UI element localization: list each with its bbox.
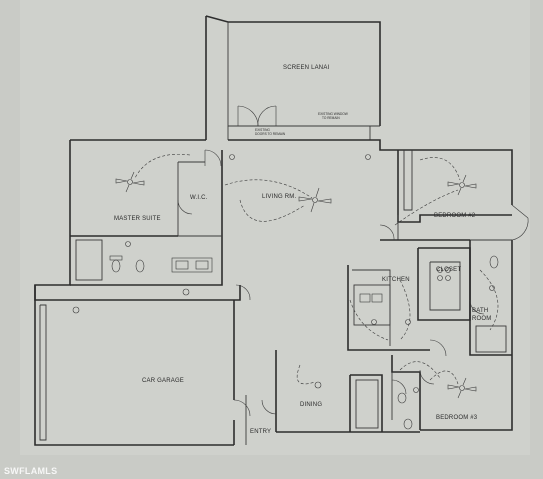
room-label-dining: DINING [300,402,322,408]
room-label-closet: CLOSET [436,267,461,273]
room-label-car-garage: CAR GARAGE [142,378,184,384]
door-swings [177,149,485,417]
note-existing-doors-line1: EXISTING [255,128,270,132]
room-label-bedroom-2: BEDROOM #2 [434,213,476,219]
fixtures [109,255,499,430]
room-label-kitchen: KITCHEN [382,277,410,283]
lanai-double-door [237,105,277,127]
note-existing-window-line2: TO REMAIN [322,116,340,120]
electrical-wiring [134,153,499,385]
room-label-master-suite: MASTER SUITE [114,216,161,222]
light-fixture-icon [72,154,495,393]
room-label-bath-line2: ROOM [472,316,491,322]
room-label-bath-line1: BATH [472,308,488,314]
ceiling-fan-icon [115,171,477,399]
room-label-bedroom-3: BEDROOM #3 [436,415,478,421]
interior-walls [34,150,512,445]
note-existing-doors-line2: DOORS TO REMAIN [255,132,286,136]
room-label-wic: W.I.C. [190,195,208,201]
exterior-door-east [511,204,529,241]
room-label-entry: ENTRY [250,429,271,435]
room-label-screen-lanai: SCREEN LANAI [283,65,330,71]
paper-light [20,0,530,455]
screen-lanai-walls [205,15,381,140]
watermark: SWFLAMLS [4,466,58,476]
room-label-living-rm: LIVING RM. [262,194,296,200]
note-existing-window-line1: EXISTING WINDOW [318,112,348,116]
